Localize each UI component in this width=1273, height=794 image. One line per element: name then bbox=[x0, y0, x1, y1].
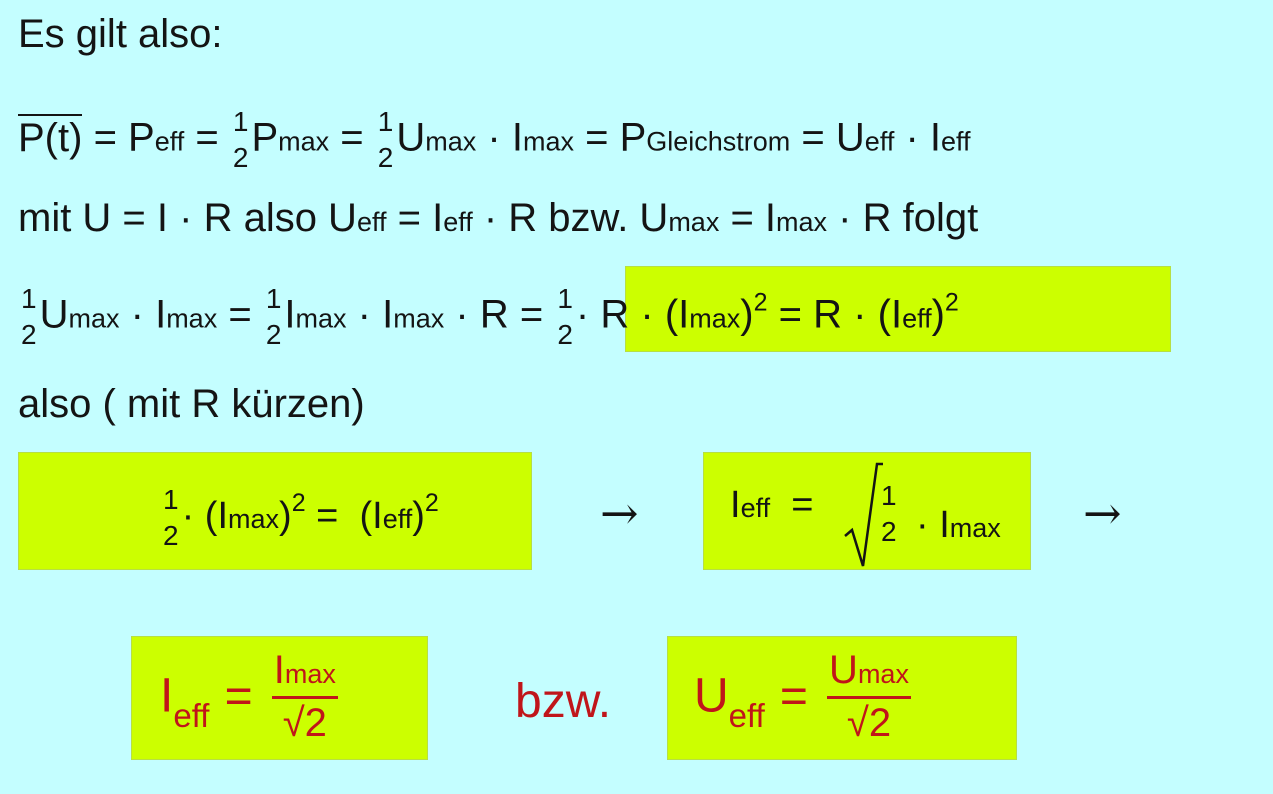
square-root-icon bbox=[844, 462, 883, 567]
result-voltage-fraction: Umax √2 bbox=[827, 648, 911, 745]
equation-box-1 bbox=[18, 452, 532, 570]
ohm-law-line: mit U = I · R also Ueff = Ieff · R bzw. … bbox=[18, 196, 979, 240]
result-current: Ieff = Imax √2 bbox=[160, 648, 338, 745]
average-power: P(t) bbox=[18, 113, 83, 160]
equation-box-2 bbox=[703, 452, 1031, 570]
result-voltage: Ueff = Umax √2 bbox=[694, 648, 911, 745]
equation-box-2-content: Ieff = bbox=[730, 484, 814, 526]
arrow-right-icon: → bbox=[1083, 486, 1122, 540]
highlight-box bbox=[625, 266, 1171, 352]
heading: Es gilt also: bbox=[18, 12, 223, 56]
equation-box-2-tail: · Imax bbox=[916, 504, 1001, 546]
reduce-line: also ( mit R kürzen) bbox=[18, 382, 365, 426]
arrow-right-icon: → bbox=[600, 486, 639, 540]
bzw-label: bzw. bbox=[515, 675, 612, 728]
result-current-fraction: Imax √2 bbox=[271, 648, 338, 745]
